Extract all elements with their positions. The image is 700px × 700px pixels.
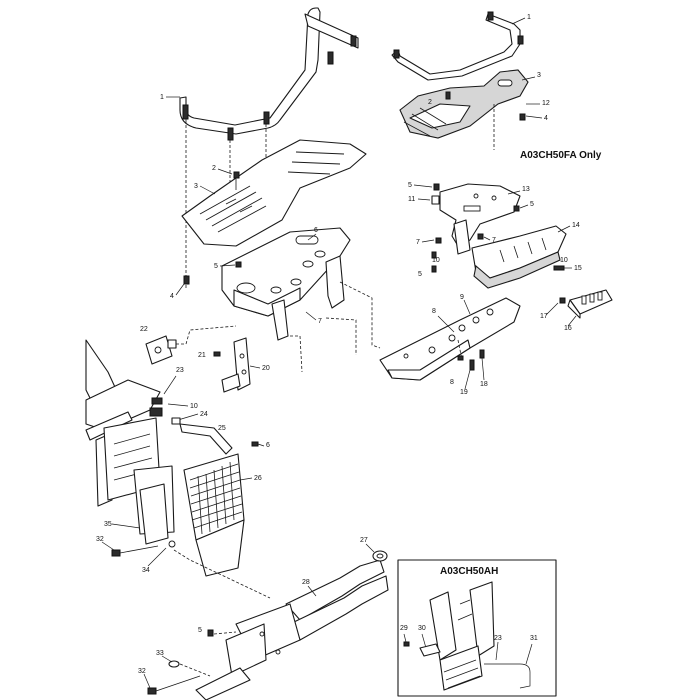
callout-26: 26 (254, 475, 262, 482)
callout-12: 12 (542, 100, 550, 107)
callout-14: 14 (572, 222, 580, 229)
bracket-25 (179, 423, 233, 455)
rack-tube-left (179, 7, 359, 141)
bolt-2 (233, 171, 240, 190)
callout-10b: 10 (190, 403, 198, 410)
callout-27: 27 (360, 537, 368, 544)
callout-10: 10 (432, 257, 440, 264)
callout-24: 24 (200, 411, 208, 418)
callout-7b: 7 (416, 239, 420, 246)
callout-28: 28 (302, 579, 310, 586)
callout-7: 7 (318, 318, 322, 325)
connector-23 (149, 397, 163, 417)
callout-19: 19 (460, 389, 468, 396)
callout-4: 4 (170, 293, 174, 300)
callout-7c: 7 (492, 237, 496, 244)
mounting-bracket-6 (221, 227, 351, 341)
callout-23: 23 (176, 367, 184, 374)
callout-35: 35 (104, 521, 112, 528)
callout-34: 34 (142, 567, 150, 574)
callout-9: 9 (460, 294, 464, 301)
callout-2: 2 (212, 165, 216, 172)
callout-10c: 10 (560, 257, 568, 264)
callout-5d: 5 (418, 271, 422, 278)
callout-5e: 5 (198, 627, 202, 634)
bolt-32b (147, 675, 201, 695)
callout-13: 13 (522, 186, 530, 193)
callout-1: 1 (160, 94, 164, 101)
callout-16: 16 (564, 325, 572, 332)
callout-30: 30 (418, 625, 426, 632)
callout-5: 5 (214, 263, 218, 270)
callout-21: 21 (198, 352, 206, 359)
grommet-27 (372, 550, 388, 562)
callout-8: 8 (432, 308, 436, 315)
callout-22: 22 (140, 326, 148, 333)
callout-23b: 23 (494, 635, 502, 642)
callout-15: 15 (574, 265, 582, 272)
callout-17: 17 (540, 313, 548, 320)
bracket-35 (139, 483, 169, 545)
callout-5c: 5 (530, 201, 534, 208)
callout-6b: 6 (266, 442, 270, 449)
callout-3: 3 (194, 183, 198, 190)
front-bumper-28 (195, 559, 389, 700)
callout-20: 20 (262, 365, 270, 372)
callout-2b: 2 (428, 99, 432, 106)
switch-panel-16 (567, 289, 613, 319)
mount-bracket-13 (439, 183, 521, 255)
callout-6: 6 (314, 227, 318, 234)
callout-32: 32 (96, 536, 104, 543)
variant-note-fa: A03CH50FA Only (520, 150, 602, 161)
callout-3b: 3 (537, 72, 541, 79)
callout-33: 33 (156, 650, 164, 657)
inset-frame (429, 581, 495, 691)
washer-33 (168, 660, 180, 668)
switch-22 (145, 335, 177, 365)
callout-8b: 8 (450, 379, 454, 386)
rack-plate-right (399, 69, 529, 139)
bolt-32a (111, 545, 159, 557)
callout-18: 18 (480, 381, 488, 388)
callout-31: 31 (530, 635, 538, 642)
rack-plate-left (181, 139, 367, 247)
rack-tube-right (391, 11, 524, 81)
callout-25: 25 (218, 425, 226, 432)
callout-5b: 5 (408, 182, 412, 189)
screw-4 (183, 275, 190, 285)
callout-1b: 1 (527, 14, 531, 21)
callout-32b: 32 (138, 668, 146, 675)
bracket-20 (221, 337, 251, 393)
radiator-26 (183, 453, 245, 577)
front-bumper-9 (379, 297, 521, 381)
callout-11: 11 (408, 196, 415, 203)
variant-note-ah: A03CH50AH (440, 566, 498, 577)
cover-14 (471, 225, 567, 289)
callout-29: 29 (400, 625, 408, 632)
callout-4b: 4 (544, 115, 548, 122)
